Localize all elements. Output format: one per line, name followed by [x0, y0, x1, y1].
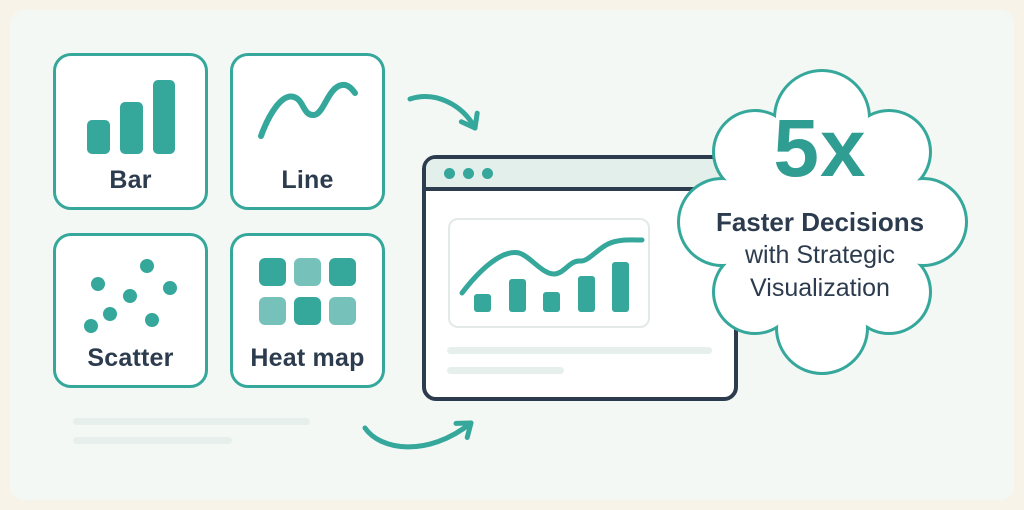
- browser-titlebar: [426, 159, 734, 191]
- caption-placeholder-line: [73, 418, 310, 425]
- titlebar-dots: [444, 167, 493, 179]
- mini-bar-1: [509, 279, 526, 312]
- callout-text: 5x Faster Decisions with Strategic Visua…: [665, 108, 975, 305]
- arrow-bottom-to-browser-icon: [362, 420, 474, 450]
- card-label-bar: Bar: [109, 166, 152, 194]
- line-chart-icon: [257, 81, 358, 139]
- arrow-cards-to-browser-icon: [407, 94, 480, 131]
- callout-line-1: Faster Decisions: [715, 207, 925, 237]
- trend-line-icon: [459, 237, 645, 296]
- mini-bar-0: [474, 294, 491, 312]
- card-scatter[interactable]: Scatter: [53, 233, 208, 388]
- cloud-shape-icon: [677, 69, 968, 375]
- card-line[interactable]: Line: [230, 53, 385, 210]
- card-heatmap[interactable]: Heat map: [230, 233, 385, 388]
- mini-bar-4: [612, 262, 629, 312]
- callout-line-2: with Strategic: [744, 241, 896, 269]
- scatter-plot-icon: [83, 259, 177, 333]
- infographic-canvas: Bar Line Scatter: [10, 10, 1014, 500]
- stat-value: 5x: [773, 103, 867, 194]
- window-dot: [482, 167, 493, 179]
- dashboard-chart-panel: [448, 218, 650, 328]
- text-placeholder-line: [447, 367, 564, 374]
- card-label-scatter: Scatter: [87, 344, 174, 372]
- mini-bar-2: [543, 292, 560, 312]
- text-placeholder-line: [447, 347, 712, 354]
- bar-chart-icon: [86, 80, 175, 154]
- mini-bar-3: [578, 276, 595, 312]
- callout-line-3: Visualization: [750, 274, 890, 302]
- callout-cloud: 5x Faster Decisions with Strategic Visua…: [665, 60, 975, 380]
- window-dot: [463, 167, 474, 179]
- card-label-heatmap: Heat map: [250, 344, 365, 372]
- caption-placeholder-line: [73, 437, 232, 444]
- window-dot: [444, 167, 455, 179]
- card-bar[interactable]: Bar: [53, 53, 208, 210]
- heat-map-icon: [258, 258, 356, 325]
- card-label-line: Line: [281, 166, 334, 194]
